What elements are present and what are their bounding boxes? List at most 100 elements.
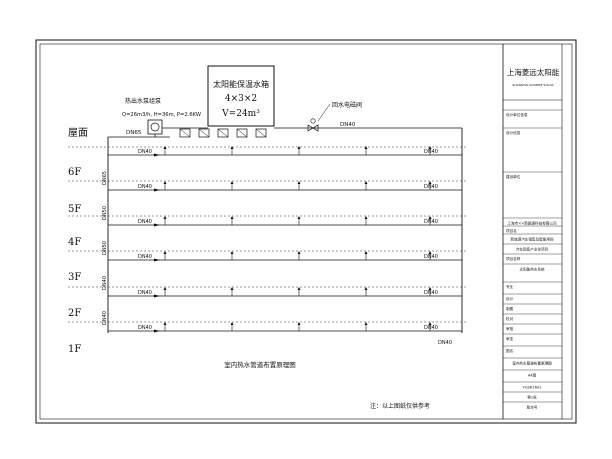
branch-dn-label: DN40: [424, 184, 438, 190]
tb-row-value: 上海市××新能源科技有限公司: [507, 221, 557, 226]
drop-arrow-icon: [428, 181, 432, 184]
drop-arrow-icon: [230, 287, 234, 290]
branch-dn-label: DN40: [424, 219, 438, 225]
tb-row-label: 设计信息: [506, 130, 521, 135]
drop-arrow-icon: [364, 287, 368, 290]
drop-arrow-icon: [364, 146, 368, 149]
branch-dn-label: DN40: [424, 325, 438, 331]
drop-arrow-icon: [428, 287, 432, 290]
drop-arrow-icon: [428, 146, 432, 149]
solar-tank: [207, 65, 275, 127]
drop-arrow-icon: [297, 146, 301, 149]
drop-arrow-icon: [364, 322, 368, 325]
drop-arrow-icon: [364, 251, 368, 254]
drop-arrow-icon: [364, 181, 368, 184]
tb-row-label: 图名: [506, 348, 514, 353]
tb-row-value: 第1张: [527, 395, 537, 400]
tb-row-value: 新城源汽车销售及智能用除: [510, 237, 554, 242]
tb-row-label: 设计: [506, 296, 514, 301]
return-dn-label: DN40: [438, 340, 452, 346]
riser-dn-label: DN50: [102, 206, 108, 220]
riser-dn-label: DN40: [102, 276, 108, 290]
floor-label: 6F: [68, 167, 81, 178]
tank-dims: 4×3×2: [225, 94, 257, 104]
flow-arrow-icon: [154, 329, 160, 333]
tb-row-label: 制图: [506, 306, 514, 311]
tb-row-label: 专业: [506, 284, 514, 289]
drop-arrow-icon: [230, 146, 234, 149]
tb-row-label: 校对: [506, 316, 514, 321]
floor-label: 2F: [68, 308, 81, 319]
drop-arrow-icon: [364, 216, 368, 219]
tank-support-pad: [179, 128, 191, 138]
floor-label: 屋面: [68, 127, 88, 139]
valve-icon: [307, 124, 319, 132]
tank-support-pad: [236, 128, 248, 138]
tb-row-value: 太阳能热水系统: [519, 267, 545, 272]
drop-arrow-icon: [297, 322, 301, 325]
sheet-border: [35, 39, 577, 424]
drop-arrow-icon: [230, 181, 234, 184]
drop-arrow-icon: [297, 287, 301, 290]
tank-volume: V=24m³: [221, 109, 260, 119]
floor-label: 3F: [68, 272, 81, 283]
tb-row-label: 项目名: [506, 228, 517, 233]
drop-arrow-icon: [163, 216, 167, 219]
tb-row-label: 审核: [506, 326, 514, 331]
branch-dn-label: DN40: [138, 149, 152, 155]
pump-icon: [147, 119, 163, 135]
diagram-note: 注：以上图纸仅供参考: [370, 402, 430, 410]
drop-arrow-icon: [428, 322, 432, 325]
drop-arrow-icon: [297, 216, 301, 219]
flow-arrow-icon: [154, 153, 160, 157]
pump-motor-icon: [150, 122, 160, 132]
tank-title: 太阳能保温水箱: [213, 79, 269, 89]
diagram-caption: 室内热水管道布置原理图: [224, 360, 296, 369]
drop-arrow-icon: [163, 322, 167, 325]
branch-dn-label: DN40: [138, 184, 152, 190]
branch-dn-label: DN40: [138, 219, 152, 225]
valve-leader: [317, 103, 331, 122]
drop-arrow-icon: [163, 181, 167, 184]
pump-label: 热出水泵组泵: [125, 97, 161, 105]
drop-arrow-icon: [230, 216, 234, 219]
tb-row-value: 版本号: [527, 405, 538, 410]
branch-dn-label: DN40: [424, 290, 438, 296]
tank-support-pad: [217, 128, 229, 138]
floor-label: 4F: [68, 237, 81, 248]
riser-dn-label: DN50: [102, 241, 108, 255]
valve-label: 回水电磁阀: [332, 101, 362, 109]
tb-row-value: 汽车销售产业化项目: [516, 247, 548, 252]
top-return-dn-label: DN40: [340, 122, 356, 128]
drop-arrow-icon: [163, 251, 167, 254]
tank-support-hatch: [198, 128, 210, 138]
branch-dn-label: DN40: [138, 325, 152, 331]
drop-arrow-icon: [428, 251, 432, 254]
tank-supports: [179, 128, 267, 138]
tb-company-en: SHANGHAI SUNRISE SOLAR: [512, 83, 553, 87]
drop-arrow-icon: [428, 216, 432, 219]
drop-arrow-icon: [163, 146, 167, 149]
tb-row-label: 设计单位信息: [506, 112, 528, 117]
branch-dn-label: DN40: [138, 290, 152, 296]
riser-dn-label: DN40: [102, 311, 108, 325]
tank-support-hatch: [217, 128, 229, 138]
riser-dn-label: DN65: [102, 171, 108, 185]
floor-label: 1F: [68, 344, 81, 355]
tank-support-hatch: [255, 128, 267, 138]
drop-arrow-icon: [230, 322, 234, 325]
tank-support-hatch: [236, 128, 248, 138]
flow-arrow-icon: [154, 294, 160, 298]
drop-arrow-icon: [297, 251, 301, 254]
branch-dn-label: DN40: [424, 149, 438, 155]
tb-row-value: YGSR1601: [523, 386, 542, 390]
pump-spec: Q=26m3/h, H=36m, P=2.6KW: [122, 112, 201, 118]
tb-row-value: A4图: [528, 374, 537, 378]
flow-arrow-icon: [154, 188, 160, 192]
drop-arrow-icon: [163, 287, 167, 290]
flow-arrow-icon: [154, 258, 160, 262]
flow-arrow-icon: [154, 223, 160, 227]
tank-support-pad: [198, 128, 210, 138]
